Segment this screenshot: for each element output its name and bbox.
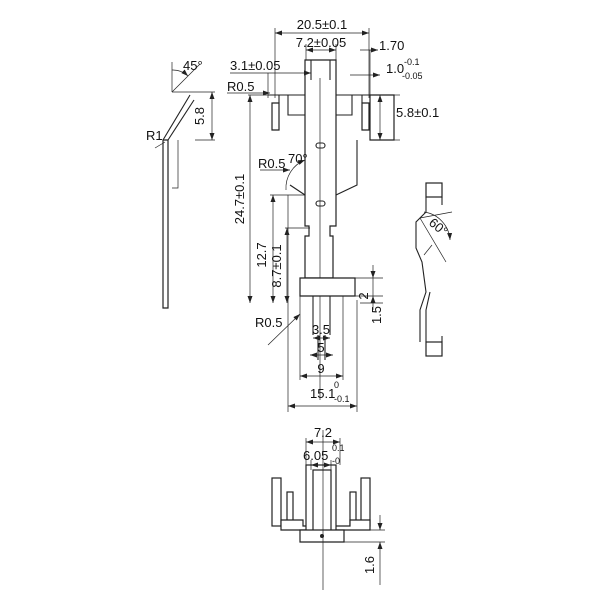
inner-width-label: 6.05 [303,448,328,463]
left-side-view: 45° 5.8 R1 [146,58,215,309]
bottom-width-label: 15.1 [310,386,335,401]
tab-offset-label: 1.0 [386,61,404,76]
dim-1-5-label: 1.5 [369,306,384,324]
right-side-view: 60° [415,182,453,357]
total-length-label: 24.7±0.1 [232,174,247,225]
side-gap-label: 1.70 [379,38,404,53]
length-12-label: 12.7 [254,242,269,267]
bottom-width-7-2-label: 7.2 [314,425,332,440]
tab-offset-sub: -0.05 [402,71,423,81]
bend-angle-label: 70° [288,151,308,166]
right-angle-label: 60° [426,215,451,239]
thickness-label: 1.6 [362,556,377,574]
bottom-width-sup: 0 [334,380,339,390]
left-offset-label: 3.1±0.05 [230,58,281,73]
length-8-label: 8.7±0.1 [269,244,284,287]
width-5-label: 5 [317,340,324,355]
center-width-label: 7.2±0.05 [296,35,347,50]
left-angle-label: 45° [183,58,203,73]
bottom-view: 7.2 6.05 0.1 -0 1.6 [271,425,385,590]
dim-2-label: 2 [356,292,371,299]
inner-width-sub: -0 [332,456,340,466]
bottom-width-sub: -0.1 [334,394,350,404]
left-height-label: 5.8 [192,107,207,125]
left-radius-label: R1 [146,128,163,143]
inner-width-sup: 0.1 [332,443,345,453]
bottom-radius-label: R0.5 [255,315,282,330]
top-radius-label: R0.5 [227,79,254,94]
width-3-5-label: 3.5 [312,322,330,337]
width-9-label: 9 [317,361,324,376]
top-view: 20.5±0.1 7.2±0.05 1.70 1.0 -0.1 -0.05 3.… [227,17,439,412]
tab-height-label: 5.8±0.1 [396,105,439,120]
overall-width-label: 20.5±0.1 [297,17,348,32]
tab-offset-sup: -0.1 [404,57,420,67]
bend-radius-label: R0.5 [258,156,285,171]
